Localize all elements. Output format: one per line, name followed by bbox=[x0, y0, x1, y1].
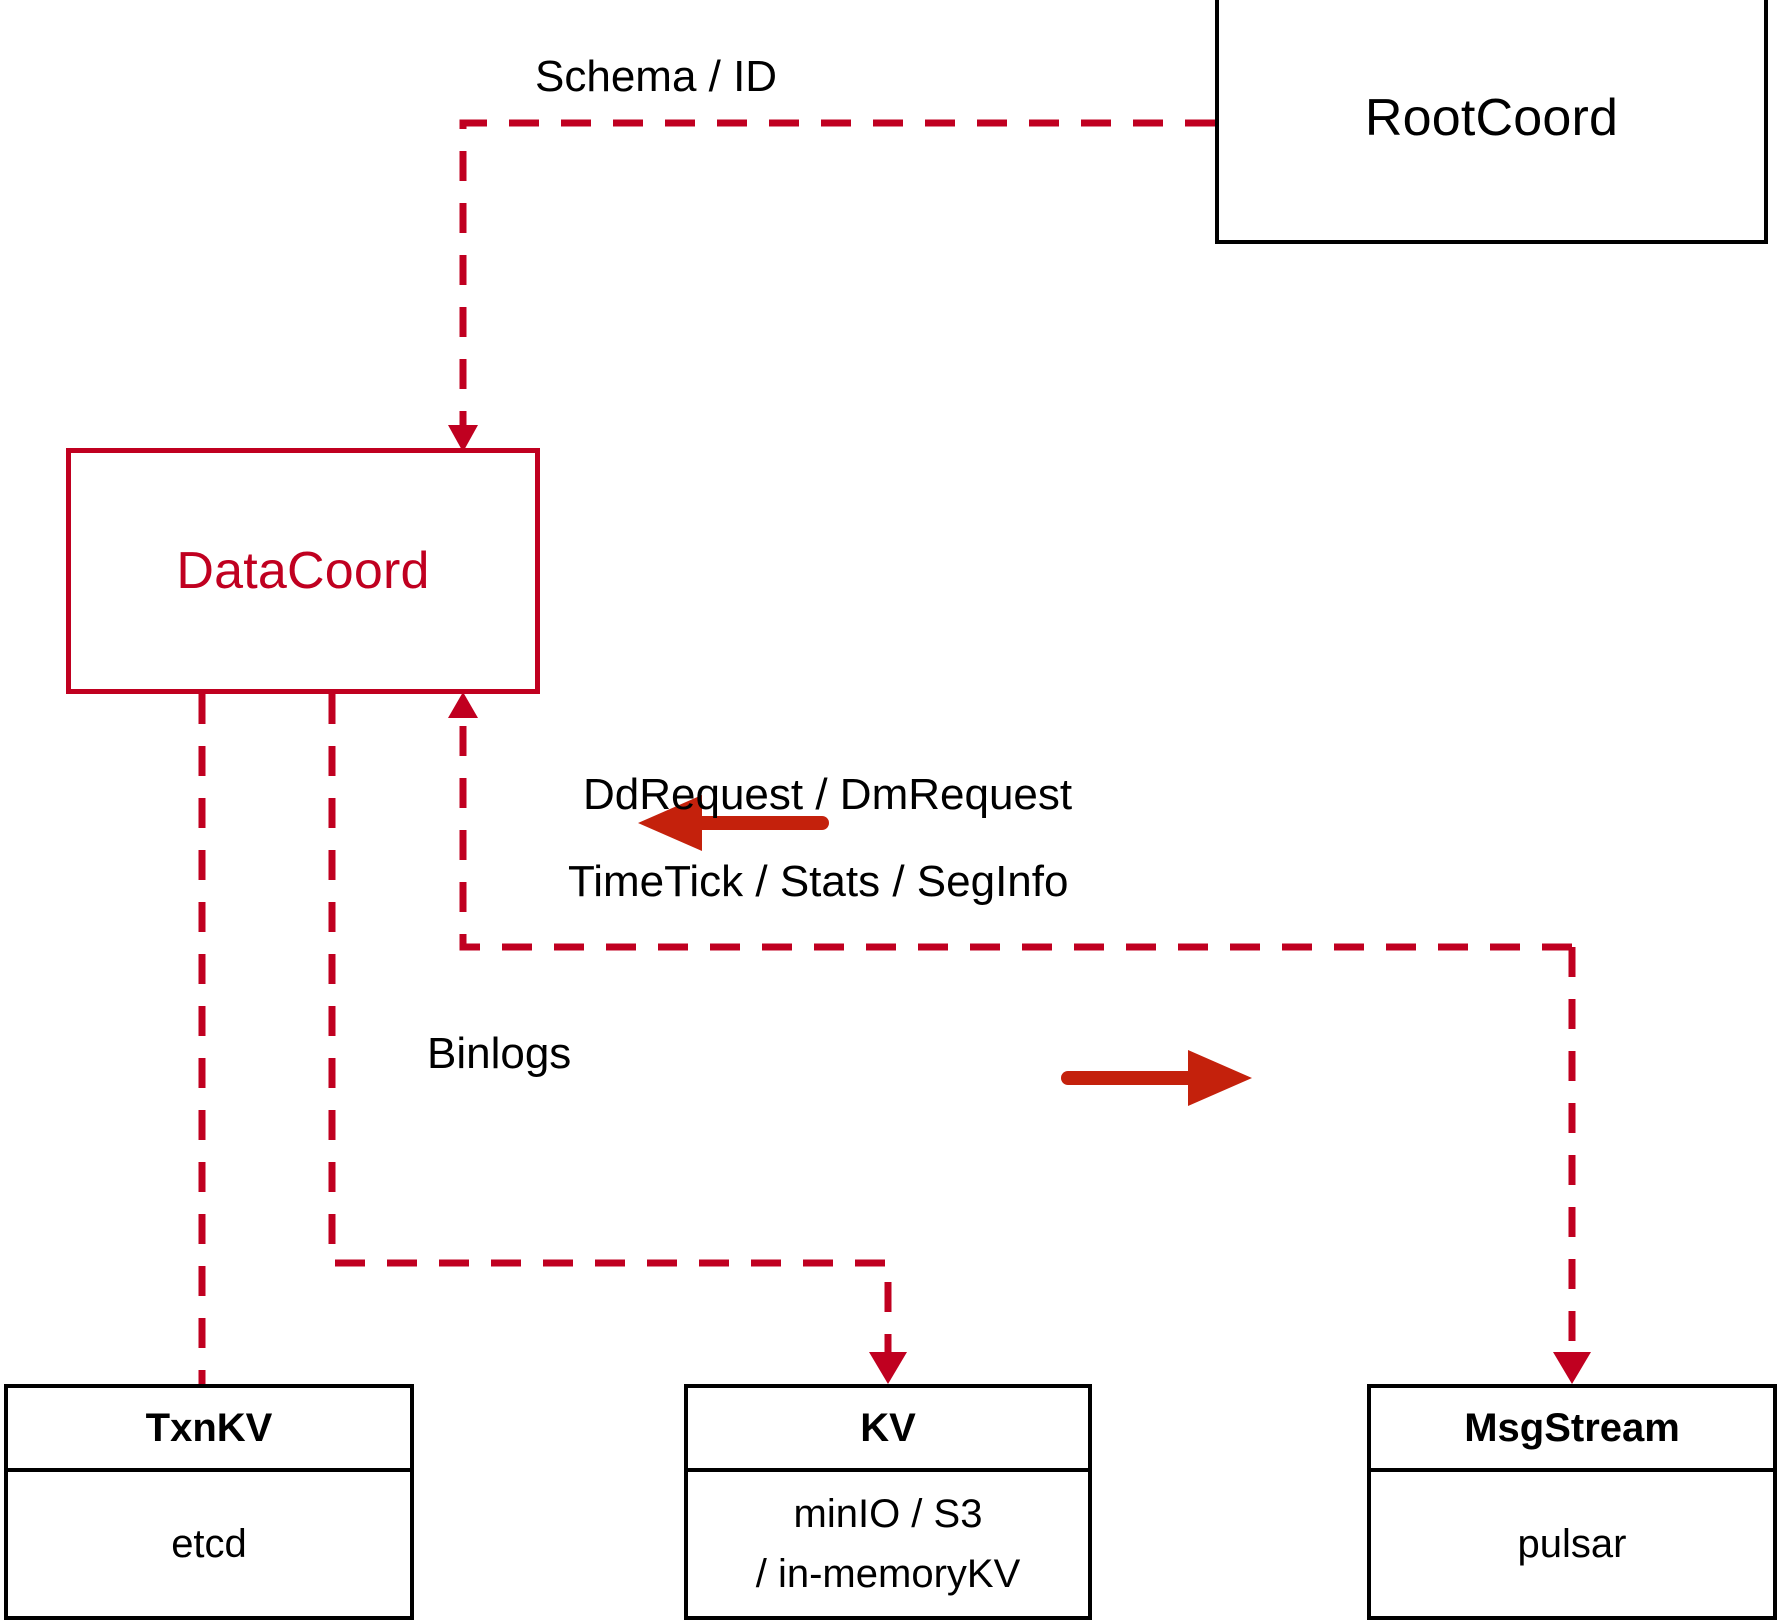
node-kv-subline-0: minIO / S3 bbox=[793, 1492, 983, 1536]
node-rootcoord-label: RootCoord bbox=[1364, 89, 1619, 147]
node-msgstream[interactable]: MsgStream pulsar bbox=[1367, 1384, 1777, 1620]
node-msgstream-header: MsgStream bbox=[1371, 1388, 1773, 1472]
edge-label-ddrequest-dmrequest: DdRequest / DmRequest bbox=[583, 770, 1073, 819]
inbound-direction-arrow bbox=[638, 795, 829, 851]
edge-binlogs bbox=[328, 694, 907, 1384]
edge-timetick-stats-seginfo bbox=[1553, 947, 1591, 1384]
node-datacoord-label: DataCoord bbox=[176, 542, 430, 600]
node-txnkv-header: TxnKV bbox=[8, 1388, 410, 1472]
node-msgstream-subline-0: pulsar bbox=[1517, 1522, 1627, 1566]
edge-schema-id bbox=[448, 119, 1215, 452]
edge-label-schema-id: Schema / ID bbox=[535, 52, 778, 101]
node-kv-header: KV bbox=[688, 1388, 1088, 1472]
node-txnkv-subline-0: etcd bbox=[171, 1522, 247, 1566]
edge-label-timetick-stats-seginfo: TimeTick / Stats / SegInfo bbox=[568, 857, 1069, 906]
node-txnkv[interactable]: TxnKV etcd bbox=[4, 1384, 414, 1620]
node-rootcoord[interactable]: RootCoord bbox=[1215, 0, 1768, 244]
edge-ddrequest-dmrequest bbox=[448, 692, 1572, 951]
node-kv-subline-1: / in-memoryKV bbox=[755, 1552, 1021, 1596]
edge-label-binlogs: Binlogs bbox=[427, 1029, 572, 1078]
node-kv-body: minIO / S3 / in-memoryKV bbox=[688, 1472, 1088, 1616]
node-kv[interactable]: KV minIO / S3 / in-memoryKV bbox=[684, 1384, 1092, 1620]
outbound-direction-arrow bbox=[1061, 1050, 1252, 1106]
node-msgstream-body: pulsar bbox=[1371, 1472, 1773, 1616]
node-datacoord[interactable]: DataCoord bbox=[66, 448, 540, 694]
node-txnkv-body: etcd bbox=[8, 1472, 410, 1616]
